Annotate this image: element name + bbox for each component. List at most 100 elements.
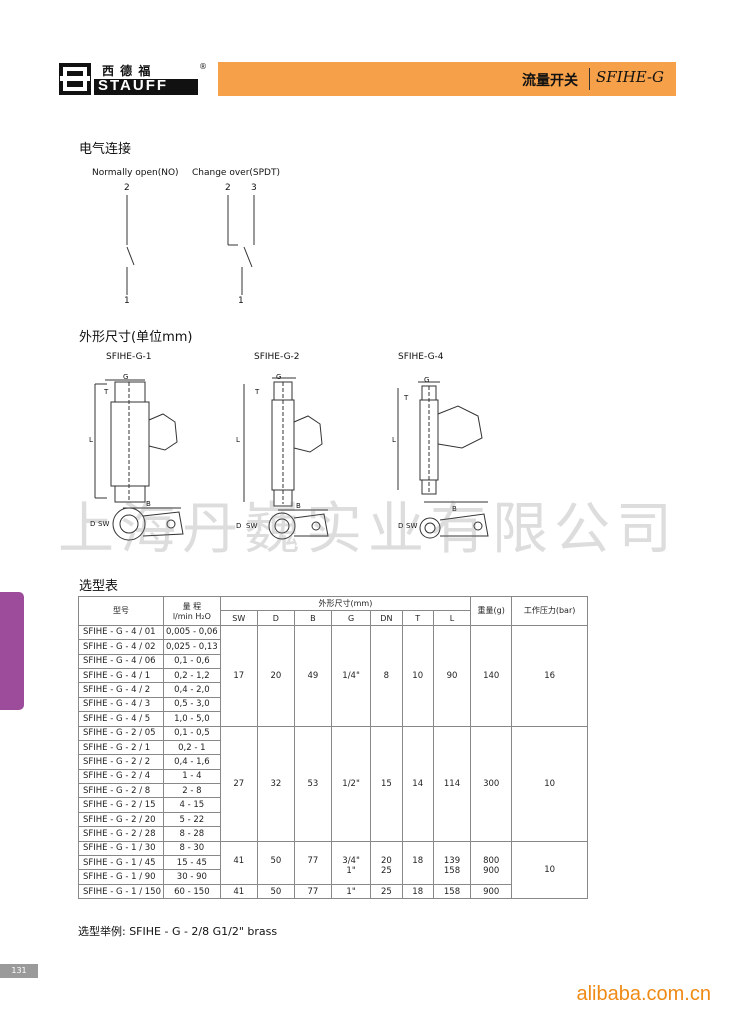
header-title: 流量开关	[522, 73, 578, 89]
cell-b: 49	[293, 624, 332, 727]
col-range-unit: l/min H₂O	[172, 611, 211, 621]
cell-model: SFIHE - G - 2 / 15	[78, 797, 164, 813]
cell-range: 0,1 - 0,5	[162, 725, 221, 741]
logo-english: STAUFF	[98, 77, 169, 94]
cell-weight: 140	[470, 624, 513, 727]
cell-t: 10	[401, 624, 434, 727]
cell-range: 0,1 - 0,6	[162, 653, 221, 669]
dim-label-b-1: B	[146, 500, 151, 508]
cell-b: 77	[293, 840, 332, 885]
dim-label-t-1: T	[104, 388, 109, 396]
dim-label-sw-2: SW	[246, 522, 258, 530]
dim-label-t-2: T	[255, 388, 260, 396]
page-number: 131	[0, 964, 38, 978]
dim-label-l-1: L	[89, 436, 93, 444]
cell-model: SFIHE - G - 4 / 01	[78, 624, 164, 641]
cell-sw: 27	[219, 725, 258, 842]
logo-registered: ®	[199, 62, 207, 71]
table-row: SFIHE - G - 4 / 01 0,005 - 0,06 17 20 49…	[78, 624, 588, 727]
drawing-title-2: SFIHE-G-2	[254, 352, 300, 362]
dim-label-d-1: D	[90, 520, 96, 528]
cell-model: SFIHE - G - 1 / 30	[78, 840, 164, 857]
cell-t: 18	[401, 840, 434, 885]
dim-label-g-4: G	[424, 376, 430, 384]
dimensions-heading: 外形尺寸(单位mm)	[79, 330, 193, 345]
col-dn: DN	[370, 610, 403, 626]
cell-sw: 17	[219, 624, 258, 727]
cell-range: 0,005 - 0,06	[162, 624, 221, 641]
col-dimensions: 外形尺寸(mm)	[219, 595, 472, 612]
cell-pressure: 10	[511, 725, 588, 842]
cell-l-value-2: 158	[443, 865, 461, 876]
stauff-logo: 西 德 福 STAUFF ®	[58, 62, 207, 96]
dim-label-d-2: D	[236, 522, 242, 530]
no-label: Normally open(NO)	[92, 168, 179, 178]
cell-range: 30 - 90	[162, 869, 221, 885]
cell-range: 0,2 - 1,2	[162, 667, 221, 684]
cell-model: SFIHE - G - 4 / 3	[78, 696, 164, 713]
no-terminal-1: 1	[124, 296, 130, 306]
cell-model: SFIHE - G - 2 / 8	[78, 783, 164, 799]
dim-label-l-4: L	[392, 436, 396, 444]
drawing-title-4: SFIHE-G-4	[398, 352, 444, 362]
cell-dn: 25	[370, 883, 403, 900]
cell-pressure: 10	[511, 840, 588, 900]
cell-model: SFIHE - G - 1 / 150	[78, 883, 164, 900]
col-pressure: 工作压力(bar)	[511, 596, 588, 626]
cell-range: 15 - 45	[162, 855, 221, 871]
cell-g-value-2: 1"	[346, 865, 356, 876]
cell-b: 77	[293, 883, 332, 900]
cell-g: 1"	[330, 883, 372, 900]
col-model: 型号	[78, 596, 164, 626]
cell-l-value-1: 139	[443, 855, 461, 866]
cell-model: SFIHE - G - 4 / 5	[78, 711, 164, 727]
cell-model: SFIHE - G - 2 / 28	[78, 826, 164, 842]
dim-label-t-4: T	[404, 394, 409, 402]
cell-range: 8 - 28	[162, 826, 221, 842]
selection-heading: 选型表	[79, 579, 119, 594]
cell-sw: 41	[219, 840, 258, 885]
cell-dn: 8	[370, 624, 403, 727]
cell-range: 0,4 - 1,6	[162, 754, 221, 770]
cell-model: SFIHE - G - 2 / 05	[78, 725, 164, 741]
cell-model: SFIHE - G - 4 / 2	[78, 682, 164, 698]
col-weight: 重量(g)	[470, 596, 513, 626]
cell-weight: 300	[470, 725, 513, 842]
cell-g-value-1: 3/4"	[342, 855, 360, 866]
selection-example: 选型举例: SFIHE - G - 2/8 G1/2" brass	[78, 925, 278, 938]
cell-range: 0,2 - 1	[162, 739, 221, 756]
header-model: SFIHE-G	[596, 68, 664, 86]
cell-weight-value-2: 900	[483, 865, 500, 876]
cell-t: 14	[401, 725, 434, 842]
cell-range: 60 - 150	[162, 883, 221, 900]
cell-model: SFIHE - G - 2 / 20	[78, 811, 164, 828]
cell-range: 4 - 15	[162, 797, 221, 813]
cell-range: 0,5 - 3,0	[162, 696, 221, 713]
cell-model: SFIHE - G - 1 / 90	[78, 869, 164, 885]
cell-model: SFIHE - G - 2 / 2	[78, 754, 164, 770]
cell-range: 0,4 - 2,0	[162, 682, 221, 698]
drawing-sfihe-g-2	[243, 377, 329, 540]
logo-chinese: 西 德 福	[102, 64, 152, 78]
dim-label-l-2: L	[236, 436, 240, 444]
cell-model: SFIHE - G - 2 / 1	[78, 739, 164, 756]
cell-weight-value-1: 800	[483, 855, 500, 866]
cell-model: SFIHE - G - 4 / 02	[78, 639, 164, 655]
table-row: SFIHE - G - 1 / 30 8 - 30 41 50 77 3/4"1…	[78, 840, 588, 900]
cell-d: 50	[256, 883, 295, 900]
cell-t: 18	[401, 883, 434, 900]
cell-range: 8 - 30	[162, 840, 221, 857]
cell-pressure: 16	[511, 624, 588, 727]
spdt-label: Change over(SPDT)	[192, 168, 280, 178]
col-sw: SW	[219, 610, 258, 626]
cell-g: 1/4"	[330, 624, 372, 727]
electrical-heading: 电气连接	[79, 142, 132, 157]
cell-dn: 15	[370, 725, 403, 842]
